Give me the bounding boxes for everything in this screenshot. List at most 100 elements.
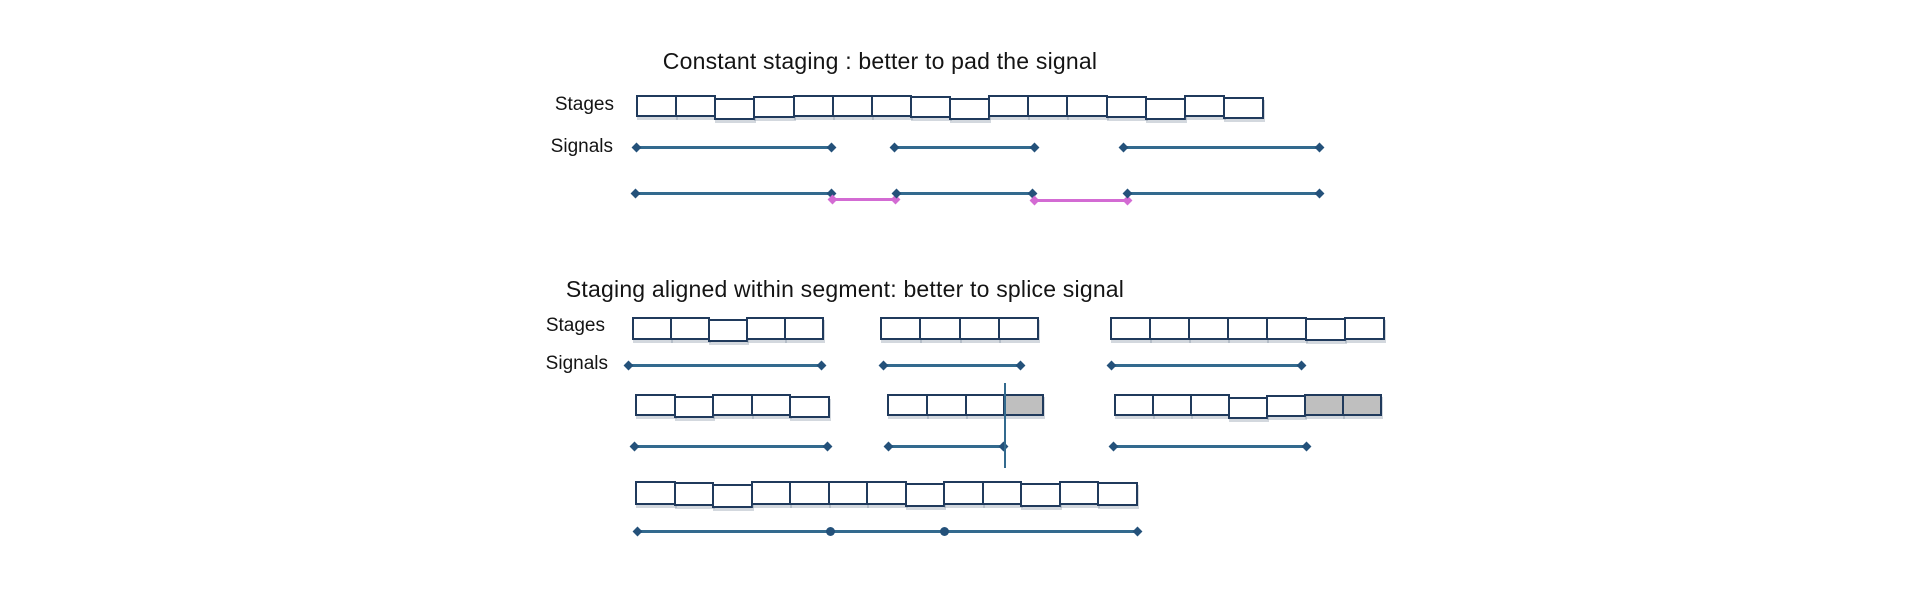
segment-endpoint-diamond-icon bbox=[1314, 188, 1325, 199]
signal-segment bbox=[897, 192, 1033, 195]
bottom-section-title: Staging aligned within segment: better t… bbox=[565, 276, 1125, 302]
segment-endpoint-diamond-icon bbox=[632, 526, 643, 537]
stage-box bbox=[1110, 317, 1151, 340]
stage-box bbox=[635, 481, 676, 505]
stage-box bbox=[675, 95, 717, 117]
segment-endpoint-diamond-icon bbox=[1296, 360, 1307, 371]
segment-endpoint-diamond-icon bbox=[1106, 360, 1117, 371]
stage-box bbox=[753, 96, 795, 118]
stage-box bbox=[712, 394, 753, 416]
stage-box bbox=[909, 96, 951, 118]
top-stages-label: Stages bbox=[554, 94, 614, 115]
stage-box bbox=[1097, 482, 1138, 506]
stage-box bbox=[670, 317, 710, 340]
segment-endpoint-diamond-icon bbox=[1029, 195, 1040, 206]
stage-box bbox=[919, 317, 961, 340]
stage-box bbox=[1183, 95, 1225, 117]
stage-box bbox=[1144, 98, 1186, 120]
stage-box bbox=[712, 484, 753, 508]
stage-box bbox=[789, 396, 830, 418]
stage-box-padding bbox=[1342, 394, 1382, 416]
signal-segment bbox=[638, 530, 1138, 533]
top-section-title: Constant staging : better to pad the sig… bbox=[662, 48, 1098, 74]
stage-box bbox=[1227, 317, 1268, 340]
stage-box bbox=[673, 482, 715, 506]
signal-segment bbox=[1124, 146, 1320, 149]
bottom-stages-label: Stages bbox=[545, 315, 605, 336]
stage-box bbox=[943, 481, 984, 505]
stage-box bbox=[887, 394, 928, 416]
stage-box bbox=[1020, 483, 1061, 507]
stage-box bbox=[792, 95, 834, 117]
stage-box bbox=[1114, 394, 1154, 416]
stage-box bbox=[750, 481, 792, 505]
stage-box bbox=[1066, 95, 1108, 117]
stage-box bbox=[997, 317, 1039, 340]
segment-endpoint-diamond-icon bbox=[816, 360, 827, 371]
segment-endpoint-diamond-icon bbox=[1118, 142, 1129, 153]
stage-box bbox=[673, 396, 715, 418]
signal-segment bbox=[637, 146, 832, 149]
stage-box bbox=[746, 317, 786, 340]
stage-box bbox=[925, 394, 967, 416]
segment-endpoint-diamond-icon bbox=[631, 142, 642, 153]
segment-endpoint-diamond-icon bbox=[1132, 526, 1143, 537]
splice-point-dot-icon bbox=[826, 527, 835, 536]
stage-box bbox=[981, 481, 1023, 505]
segment-endpoint-diamond-icon bbox=[630, 188, 641, 199]
stage-box bbox=[750, 394, 792, 416]
stage-box bbox=[1149, 317, 1190, 340]
stage-box bbox=[1152, 394, 1192, 416]
top-signals-label: Signals bbox=[550, 136, 613, 157]
padding-segment bbox=[833, 198, 896, 201]
stage-box bbox=[866, 481, 907, 505]
segment-endpoint-diamond-icon bbox=[827, 194, 838, 205]
stage-box-padding bbox=[1003, 394, 1044, 416]
stage-box bbox=[714, 98, 756, 120]
signal-segment bbox=[1128, 192, 1320, 195]
stage-box bbox=[831, 95, 873, 117]
segment-endpoint-diamond-icon bbox=[1301, 441, 1312, 452]
stage-box bbox=[988, 95, 1030, 117]
stage-box-padding bbox=[1304, 394, 1344, 416]
segment-endpoint-diamond-icon bbox=[1108, 441, 1119, 452]
segment-endpoint-diamond-icon bbox=[629, 441, 640, 452]
segment-endpoint-diamond-icon bbox=[1122, 188, 1133, 199]
padding-segment bbox=[1035, 199, 1128, 202]
segment-endpoint-diamond-icon bbox=[883, 441, 894, 452]
signal-segment bbox=[636, 192, 832, 195]
segment-endpoint-diamond-icon bbox=[822, 441, 833, 452]
stage-box bbox=[958, 317, 1000, 340]
segment-endpoint-diamond-icon bbox=[623, 360, 634, 371]
stage-box bbox=[904, 483, 946, 507]
stage-box bbox=[827, 481, 869, 505]
signal-segment bbox=[1112, 364, 1302, 367]
signal-segment bbox=[635, 445, 828, 448]
stage-box bbox=[636, 95, 678, 117]
stage-box bbox=[708, 319, 748, 342]
stage-box bbox=[1105, 96, 1147, 118]
stage-box bbox=[1222, 97, 1264, 119]
signal-segment bbox=[889, 445, 1004, 448]
stage-box bbox=[1058, 481, 1100, 505]
segment-endpoint-diamond-icon bbox=[889, 142, 900, 153]
segment-endpoint-diamond-icon bbox=[826, 142, 837, 153]
stage-box bbox=[1190, 394, 1230, 416]
stage-box bbox=[635, 394, 676, 416]
segment-endpoint-diamond-icon bbox=[1314, 142, 1325, 153]
stage-box bbox=[880, 317, 922, 340]
segment-endpoint-diamond-icon bbox=[878, 360, 889, 371]
stage-box bbox=[784, 317, 824, 340]
stage-box bbox=[1228, 397, 1268, 419]
signal-segment bbox=[1114, 445, 1307, 448]
stage-box bbox=[1344, 317, 1385, 340]
signal-segment bbox=[629, 364, 822, 367]
splice-boundary-line bbox=[1004, 383, 1006, 468]
stage-box bbox=[1266, 395, 1306, 417]
stage-box bbox=[1188, 317, 1229, 340]
stage-box bbox=[1027, 95, 1069, 117]
signal-segment bbox=[884, 364, 1021, 367]
stage-box bbox=[964, 394, 1006, 416]
stage-box bbox=[1305, 318, 1346, 341]
splice-point-dot-icon bbox=[940, 527, 949, 536]
